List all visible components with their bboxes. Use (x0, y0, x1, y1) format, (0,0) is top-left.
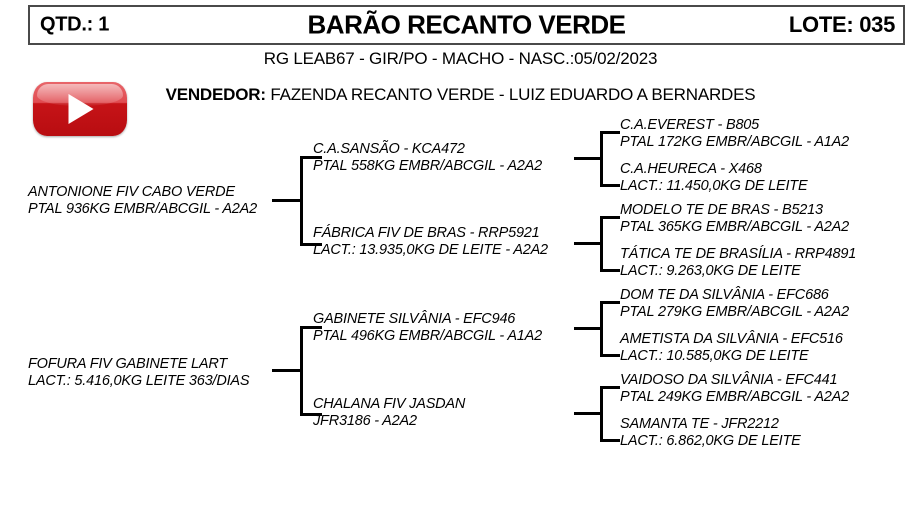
pedigree-node-gen2-3: CHALANA FIV JASDAN JFR3186 - A2A2 (313, 396, 465, 430)
node-line-2: LACT.: 10.585,0KG DE LEITE (620, 348, 809, 364)
lot-number-label: LOTE: 035 (788, 12, 895, 37)
vendor-line: VENDEDOR: FAZENDA RECANTO VERDE - LUIZ E… (0, 85, 921, 105)
pedigree-node-gen3-7: SAMANTA TE - JFR2212 LACT.: 6.862,0KG DE… (620, 416, 801, 450)
vendor-label: VENDEDOR: (165, 85, 266, 104)
pedigree-bracket-gen2-2 (600, 301, 620, 357)
pedigree-node-gen3-4: DOM TE DA SILVÂNIA - EFC686 PTAL 279KG E… (620, 287, 849, 321)
node-line-2: PTAL 496KG EMBR/ABCGIL - A1A2 (313, 328, 542, 344)
node-line-2: LACT.: 13.935,0KG DE LEITE - A2A2 (313, 242, 548, 258)
node-line-2: LACT.: 5.416,0KG LEITE 363/DIAS (28, 373, 250, 389)
pedigree-node-gen3-5: AMETISTA DA SILVÂNIA - EFC516 LACT.: 10.… (620, 331, 843, 365)
node-line-2: PTAL 249KG EMBR/ABCGIL - A2A2 (620, 389, 849, 405)
pedigree-node-gen3-3: TÁTICA TE DE BRASÍLIA - RRP4891 LACT.: 9… (620, 246, 856, 280)
node-line-1: AMETISTA DA SILVÂNIA - EFC516 (620, 331, 843, 347)
node-line-2: LACT.: 6.862,0KG DE LEITE (620, 433, 801, 449)
pedigree-node-gen3-6: VAIDOSO DA SILVÂNIA - EFC441 PTAL 249KG … (620, 372, 849, 406)
play-triangle-icon (68, 94, 94, 124)
node-line-1: GABINETE SILVÂNIA - EFC946 (313, 311, 516, 327)
node-line-2: PTAL 558KG EMBR/ABCGIL - A2A2 (313, 158, 542, 174)
pedigree-node-sire: ANTONIONE FIV CABO VERDE PTAL 936KG EMBR… (28, 184, 257, 218)
page-title: BARÃO RECANTO VERDE (307, 9, 626, 40)
node-line-1: TÁTICA TE DE BRASÍLIA - RRP4891 (620, 246, 857, 262)
node-line-1: MODELO TE DE BRAS - B5213 (620, 202, 823, 218)
pedigree-bracket-gen2-3 (600, 386, 620, 442)
node-line-1: CHALANA FIV JASDAN (313, 396, 466, 412)
node-line-2: PTAL 365KG EMBR/ABCGIL - A2A2 (620, 219, 849, 235)
pedigree-bracket-gen2-0 (600, 131, 620, 187)
quantity-label: QTD.: 1 (40, 13, 110, 36)
pedigree-node-dam: FOFURA FIV GABINETE LART LACT.: 5.416,0K… (28, 356, 250, 390)
node-line-2: LACT.: 9.263,0KG DE LEITE (620, 263, 801, 279)
pedigree-stem-dam (272, 369, 302, 372)
node-line-2: JFR3186 - A2A2 (313, 413, 417, 429)
pedigree-stem-sire (272, 199, 302, 202)
pedigree-stem-gen2-2 (574, 327, 602, 330)
node-line-2: PTAL 279KG EMBR/ABCGIL - A2A2 (620, 304, 849, 320)
pedigree-node-gen2-2: GABINETE SILVÂNIA - EFC946 PTAL 496KG EM… (313, 311, 542, 345)
node-line-1: C.A.SANSÃO - KCA472 (313, 141, 465, 157)
node-line-1: FOFURA FIV GABINETE LART (28, 356, 228, 372)
youtube-play-icon[interactable] (33, 82, 127, 136)
pedigree-node-gen3-0: C.A.EVEREST - B805 PTAL 172KG EMBR/ABCGI… (620, 117, 849, 151)
node-line-1: C.A.HEURECA - X468 (620, 161, 762, 177)
node-line-1: VAIDOSO DA SILVÂNIA - EFC441 (620, 372, 838, 388)
node-line-1: C.A.EVEREST - B805 (620, 117, 760, 133)
node-line-1: DOM TE DA SILVÂNIA - EFC686 (620, 287, 829, 303)
pedigree-node-gen3-1: C.A.HEURECA - X468 LACT.: 11.450,0KG DE … (620, 161, 808, 195)
node-line-1: SAMANTA TE - JFR2212 (620, 416, 779, 432)
node-line-1: FÁBRICA FIV DE BRAS - RRP5921 (313, 225, 540, 241)
node-line-2: PTAL 936KG EMBR/ABCGIL - A2A2 (28, 201, 257, 217)
node-line-1: ANTONIONE FIV CABO VERDE (28, 184, 235, 200)
pedigree-node-gen3-2: MODELO TE DE BRAS - B5213 PTAL 365KG EMB… (620, 202, 849, 236)
node-line-2: PTAL 172KG EMBR/ABCGIL - A1A2 (620, 134, 849, 150)
pedigree-node-gen2-0: C.A.SANSÃO - KCA472 PTAL 558KG EMBR/ABCG… (313, 141, 542, 175)
node-line-2: LACT.: 11.450,0KG DE LEITE (620, 178, 808, 194)
vendor-value: FAZENDA RECANTO VERDE - LUIZ EDUARDO A B… (265, 85, 756, 104)
registration-subtitle: RG LEAB67 - GIR/PO - MACHO - NASC.:05/02… (263, 49, 658, 68)
pedigree-bracket-gen2-1 (600, 216, 620, 272)
header-box: QTD.: 1 BARÃO RECANTO VERDE LOTE: 035 (28, 5, 905, 45)
pedigree-node-gen2-1: FÁBRICA FIV DE BRAS - RRP5921 LACT.: 13.… (313, 225, 548, 259)
pedigree-stem-gen2-0 (574, 157, 602, 160)
pedigree-stem-gen2-1 (574, 242, 602, 245)
pedigree-stem-gen2-3 (574, 412, 602, 415)
